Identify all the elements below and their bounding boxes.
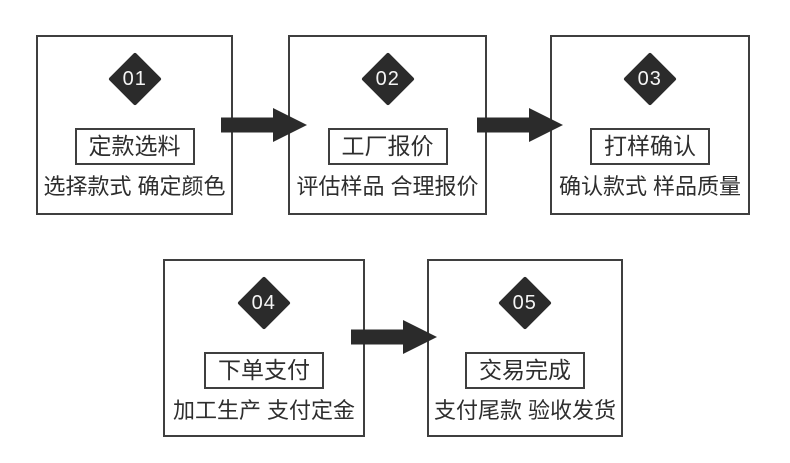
step-number: 05 (512, 291, 538, 314)
step-box-3: 03 打样确认 确认款式 样品质量 (550, 35, 750, 215)
arrow-right-icon (477, 108, 563, 142)
step-title: 工厂报价 (327, 128, 448, 166)
arrow-right-icon (351, 320, 437, 354)
diamond-icon: 05 (498, 276, 552, 330)
step-subtitle: 确认款式 样品质量 (558, 174, 742, 200)
step-title: 下单支付 (204, 352, 324, 390)
step-subtitle: 评估样品 合理报价 (296, 174, 479, 200)
diamond-icon: 04 (237, 276, 291, 330)
step-5-number-badge: 05 (497, 275, 553, 331)
step-number: 04 (251, 291, 277, 314)
step-box-5: 05 交易完成 支付尾款 验收发货 (427, 259, 623, 437)
step-subtitle: 选择款式 确定颜色 (43, 174, 226, 200)
step-number: 02 (375, 67, 400, 90)
step-title: 打样确认 (590, 128, 710, 166)
step-box-2: 02 工厂报价 评估样品 合理报价 (288, 35, 487, 215)
step-title: 交易完成 (465, 352, 585, 390)
step-subtitle: 加工生产 支付定金 (172, 398, 356, 424)
step-box-1: 01 定款选料 选择款式 确定颜色 (36, 35, 233, 215)
step-box-4: 04 下单支付 加工生产 支付定金 (163, 259, 365, 437)
diamond-icon: 02 (360, 52, 415, 106)
step-1-number-badge: 01 (107, 51, 163, 107)
step-3-number-badge: 03 (622, 51, 678, 107)
step-number: 01 (122, 67, 147, 90)
diamond-icon: 03 (623, 52, 677, 106)
diamond-icon: 01 (107, 52, 162, 106)
step-number: 03 (637, 67, 663, 90)
step-subtitle: 支付尾款 验收发货 (433, 398, 617, 424)
step-4-number-badge: 04 (236, 275, 292, 331)
arrow-right-icon (221, 108, 307, 142)
step-title: 定款选料 (74, 128, 195, 166)
step-2-number-badge: 02 (360, 51, 416, 107)
